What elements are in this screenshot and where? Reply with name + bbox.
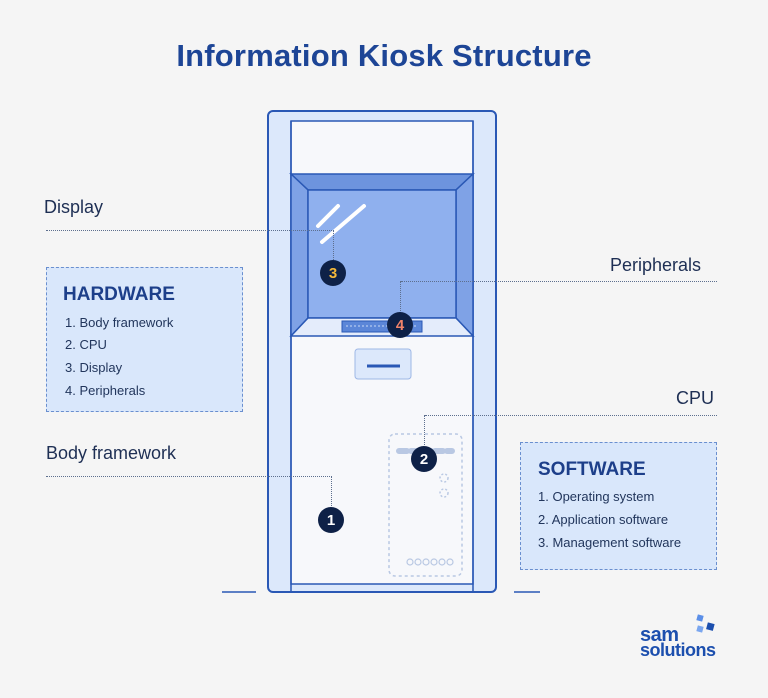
hardware-box: HARDWARE 1. Body framework 2. CPU 3. Dis… bbox=[46, 267, 243, 412]
cpu-leader bbox=[425, 415, 717, 416]
hardware-item: 4. Peripherals bbox=[65, 383, 146, 398]
badge-peripherals: 4 bbox=[387, 312, 413, 338]
software-box: SOFTWARE 1. Operating system 2. Applicat… bbox=[520, 442, 717, 570]
screen-bezel-left bbox=[290, 172, 309, 338]
badge-display: 3 bbox=[320, 260, 346, 286]
logo-squares-icon bbox=[696, 614, 715, 633]
callout-cpu: CPU bbox=[676, 388, 715, 408]
body-framework-leader bbox=[46, 476, 332, 477]
screen-bezel-top bbox=[289, 173, 475, 191]
callout-peripherals: Peripherals bbox=[610, 255, 702, 275]
screen-glare-1 bbox=[316, 204, 340, 228]
hardware-item: 1. Body framework bbox=[65, 315, 174, 330]
hardware-item: 3. Display bbox=[65, 360, 123, 375]
screen-bezel-right bbox=[455, 172, 474, 338]
sam-solutions-logo: sam solutions bbox=[636, 612, 746, 662]
callout-display: Display bbox=[44, 197, 104, 217]
screen-glare-2 bbox=[320, 204, 366, 244]
badge-body-framework: 1 bbox=[318, 507, 344, 533]
display-screen bbox=[307, 189, 457, 319]
page-title: Information Kiosk Structure bbox=[176, 38, 592, 73]
logo-text-solutions: solutions bbox=[640, 640, 716, 660]
software-item: 2. Application software bbox=[538, 512, 669, 527]
callout-body-framework: Body framework bbox=[46, 443, 177, 463]
hardware-item: 2. CPU bbox=[65, 337, 107, 352]
hardware-heading: HARDWARE bbox=[63, 284, 175, 305]
display-leader bbox=[46, 230, 334, 231]
software-heading: SOFTWARE bbox=[538, 459, 646, 480]
cpu-unit bbox=[388, 433, 463, 577]
software-item: 3. Management software bbox=[538, 535, 682, 550]
peripherals-leader bbox=[401, 281, 717, 282]
badge-cpu: 2 bbox=[411, 446, 437, 472]
software-item: 1. Operating system bbox=[538, 489, 655, 504]
logo-text-sam: sam bbox=[640, 624, 679, 646]
card-reader bbox=[354, 348, 412, 380]
